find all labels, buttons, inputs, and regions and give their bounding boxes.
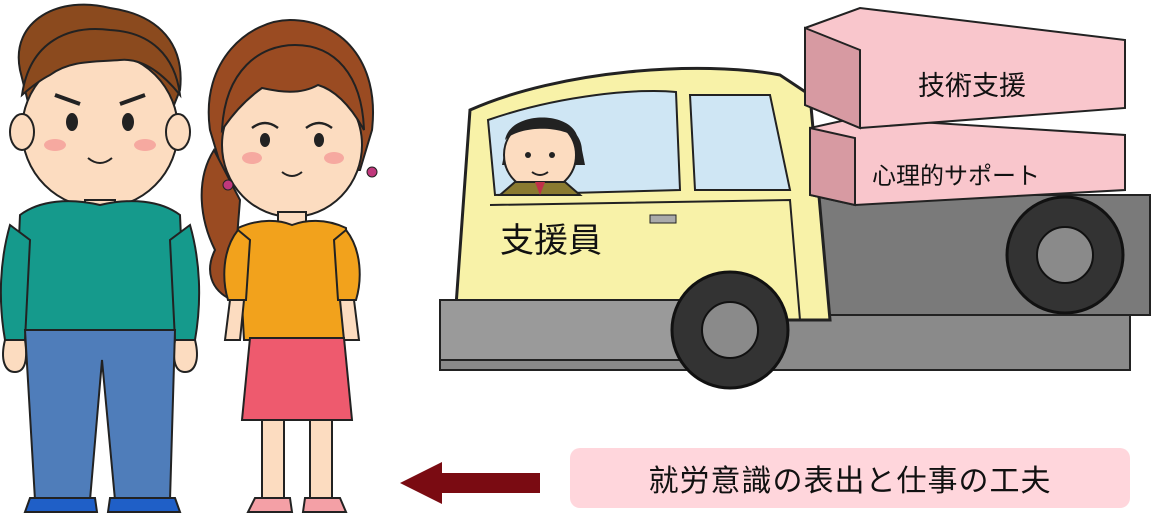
cargo-box-bottom: 心理的サポート	[809, 116, 1126, 207]
truck: 支援員	[439, 66, 1151, 390]
cargo-box-top: 技術支援	[804, 6, 1126, 130]
man-figure	[0, 3, 201, 513]
caption-box: 就労意識の表出と仕事の工夫	[570, 448, 1130, 508]
caption-text: 就労意識の表出と仕事の工夫	[648, 464, 1052, 499]
front-wheel	[670, 270, 790, 390]
cargo-top-label: 技術支援	[918, 71, 1026, 102]
woman-figure	[200, 18, 378, 513]
left-arrow-icon	[400, 462, 540, 504]
cargo-bottom-label: 心理的サポート	[872, 162, 1040, 190]
driver	[497, 117, 585, 196]
rear-wheel	[1005, 195, 1125, 315]
driver-label: 支援員	[500, 221, 602, 261]
